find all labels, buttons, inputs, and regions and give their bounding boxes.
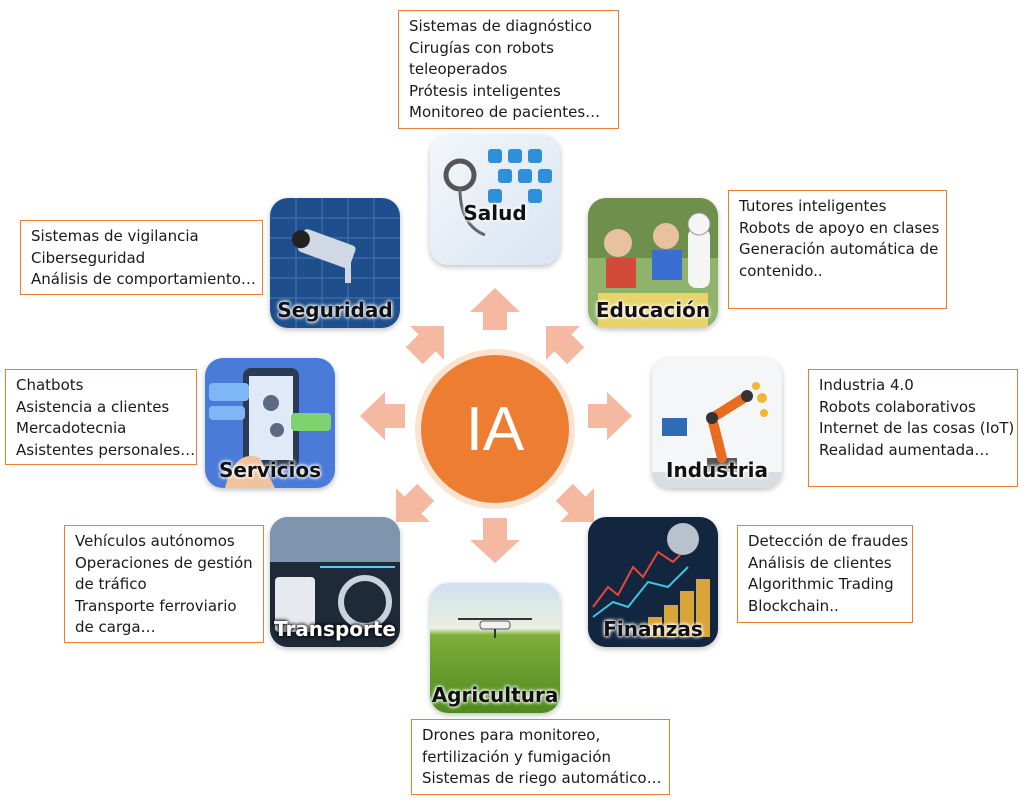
tile-label-agricultura: Agricultura bbox=[431, 683, 559, 707]
textbox-servicios: Chatbots Asistencia a clientes Mercadote… bbox=[5, 369, 197, 465]
textbox-seguridad: Sistemas de vigilancia Ciberseguridad An… bbox=[20, 220, 263, 295]
arrow-right bbox=[588, 392, 632, 440]
arrow-up-left bbox=[405, 325, 445, 365]
finanzas-item: Detección de fraudes bbox=[748, 532, 909, 550]
finanzas-item: Algorithmic Trading bbox=[748, 575, 894, 593]
tile-label-servicios: Servicios bbox=[218, 458, 322, 482]
educacion-item: contenido.. bbox=[739, 261, 823, 280]
seguridad-item: Ciberseguridad bbox=[31, 248, 146, 267]
arrow-left bbox=[360, 392, 405, 440]
servicios-item: Chatbots bbox=[16, 376, 84, 394]
transporte-item: Operaciones de gestión bbox=[75, 553, 253, 572]
salud-item: Sistemas de diagnóstico bbox=[409, 17, 592, 35]
salud-item: Prótesis inteligentes bbox=[409, 81, 561, 100]
finanzas-image bbox=[588, 517, 718, 647]
finanzas-item: Análisis de clientes bbox=[748, 553, 892, 572]
servicios-item: Asistentes personales… bbox=[16, 440, 196, 459]
arrow-up bbox=[470, 288, 520, 330]
tile-seguridad: Seguridad bbox=[270, 198, 400, 328]
seguridad-item: Sistemas de vigilancia bbox=[31, 227, 199, 245]
textbox-agricultura: Drones para monitoreo, fertilización y f… bbox=[411, 719, 670, 795]
tile-label-seguridad: Seguridad bbox=[277, 298, 393, 322]
agricultura-item: Sistemas de riego automático… bbox=[422, 769, 662, 787]
salud-image bbox=[430, 135, 560, 265]
arrow-down bbox=[470, 518, 520, 563]
agricultura-item: Drones para monitoreo, bbox=[422, 726, 601, 744]
textbox-transporte: Vehículos autónomos Operaciones de gesti… bbox=[64, 525, 264, 643]
industria-item: Realidad aumentada… bbox=[819, 440, 990, 459]
educacion-item: Robots de apoyo en clases bbox=[739, 218, 940, 237]
center-label: IA bbox=[465, 394, 525, 464]
textbox-industria: Industria 4.0 Robots colaborativos Inter… bbox=[808, 369, 1018, 487]
tile-salud: Salud bbox=[430, 135, 560, 265]
arrow-up-right bbox=[545, 325, 585, 365]
textbox-educacion: Tutores inteligentes Robots de apoyo en … bbox=[728, 190, 947, 309]
tile-label-educacion: Educación bbox=[595, 298, 711, 322]
tile-label-salud: Salud bbox=[463, 201, 527, 225]
servicios-image bbox=[205, 358, 335, 488]
industria-item: Robots colaborativos bbox=[819, 397, 976, 416]
transporte-item: Vehículos autónomos bbox=[75, 532, 235, 550]
salud-item: Monitoreo de pacientes… bbox=[409, 103, 601, 121]
industria-item: Internet de las cosas (IoT) bbox=[819, 419, 1015, 437]
tile-label-industria: Industria bbox=[666, 458, 768, 482]
servicios-item: Asistencia a clientes bbox=[16, 397, 170, 416]
tile-finanzas: Finanzas bbox=[588, 517, 718, 647]
salud-item: Cirugías con robots bbox=[409, 38, 554, 57]
tile-industria: Industria bbox=[652, 358, 782, 488]
agricultura-image bbox=[430, 583, 560, 713]
textbox-salud: Sistemas de diagnóstico Cirugías con rob… bbox=[398, 10, 619, 129]
educacion-image bbox=[588, 198, 718, 328]
textbox-finanzas: Detección de fraudes Análisis de cliente… bbox=[737, 525, 913, 623]
transporte-item: de carga… bbox=[75, 618, 156, 636]
tile-agricultura: Agricultura bbox=[430, 583, 560, 713]
tile-transporte: Transporte bbox=[270, 517, 400, 647]
transporte-item: de tráfico bbox=[75, 575, 147, 593]
tile-educacion: Educación bbox=[588, 198, 718, 328]
agricultura-item: fertilización y fumigación bbox=[422, 747, 612, 766]
seguridad-image bbox=[270, 198, 400, 328]
educacion-item: Generación automática de bbox=[739, 240, 939, 258]
center-ia-circle: IA bbox=[421, 355, 569, 503]
tile-label-finanzas: Finanzas bbox=[603, 617, 703, 641]
tile-label-transporte: Transporte bbox=[274, 617, 396, 641]
salud-item: teleoperados bbox=[409, 60, 508, 78]
servicios-item: Mercadotecnia bbox=[16, 419, 127, 437]
arrow-down-left bbox=[395, 483, 435, 523]
educacion-item: Tutores inteligentes bbox=[739, 197, 887, 215]
arrow-down-right bbox=[555, 483, 595, 523]
seguridad-item: Análisis de comportamiento… bbox=[31, 270, 256, 288]
tile-servicios: Servicios bbox=[205, 358, 335, 488]
transporte-image bbox=[270, 517, 400, 647]
transporte-item: Transporte ferroviario bbox=[75, 596, 237, 615]
industria-item: Industria 4.0 bbox=[819, 376, 914, 394]
industria-image bbox=[652, 358, 782, 488]
finanzas-item: Blockchain.. bbox=[748, 596, 839, 615]
